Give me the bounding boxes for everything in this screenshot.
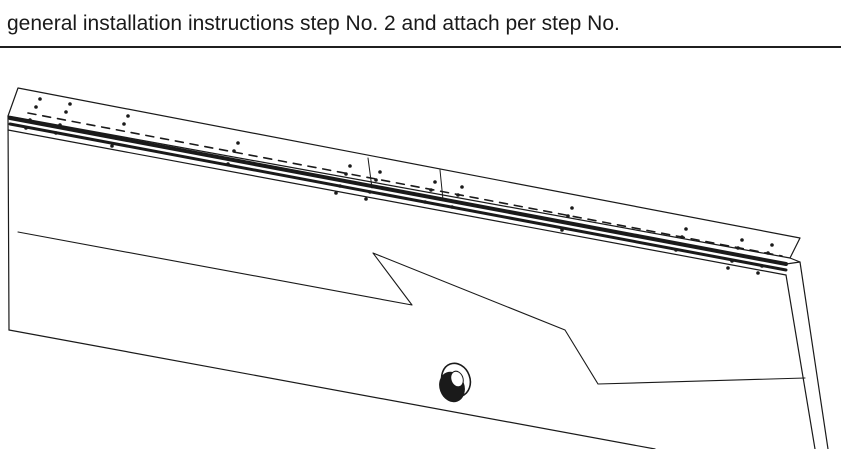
side-panel-top	[785, 261, 801, 265]
instruction-text-line: general installation instructions step N…	[7, 12, 620, 35]
rail-channel-inner	[8, 122, 788, 272]
side-panel-inner	[785, 274, 816, 449]
rail-joint-2	[439, 169, 444, 201]
rail-channel	[8, 116, 788, 266]
knob-icon	[439, 362, 472, 403]
section-divider	[0, 46, 841, 48]
rail-joint-1	[367, 157, 373, 189]
break-line	[17, 231, 806, 385]
rail-dash-line	[27, 112, 783, 257]
rail-front-edge	[7, 129, 787, 276]
side-panel-outer	[789, 257, 829, 449]
screw-holes	[24, 97, 774, 275]
rail-top-face	[7, 87, 801, 259]
instruction-text: general installation instructions step N…	[7, 0, 841, 44]
panel-bottom-edge	[8, 329, 656, 449]
panel-left-edge	[7, 115, 10, 331]
